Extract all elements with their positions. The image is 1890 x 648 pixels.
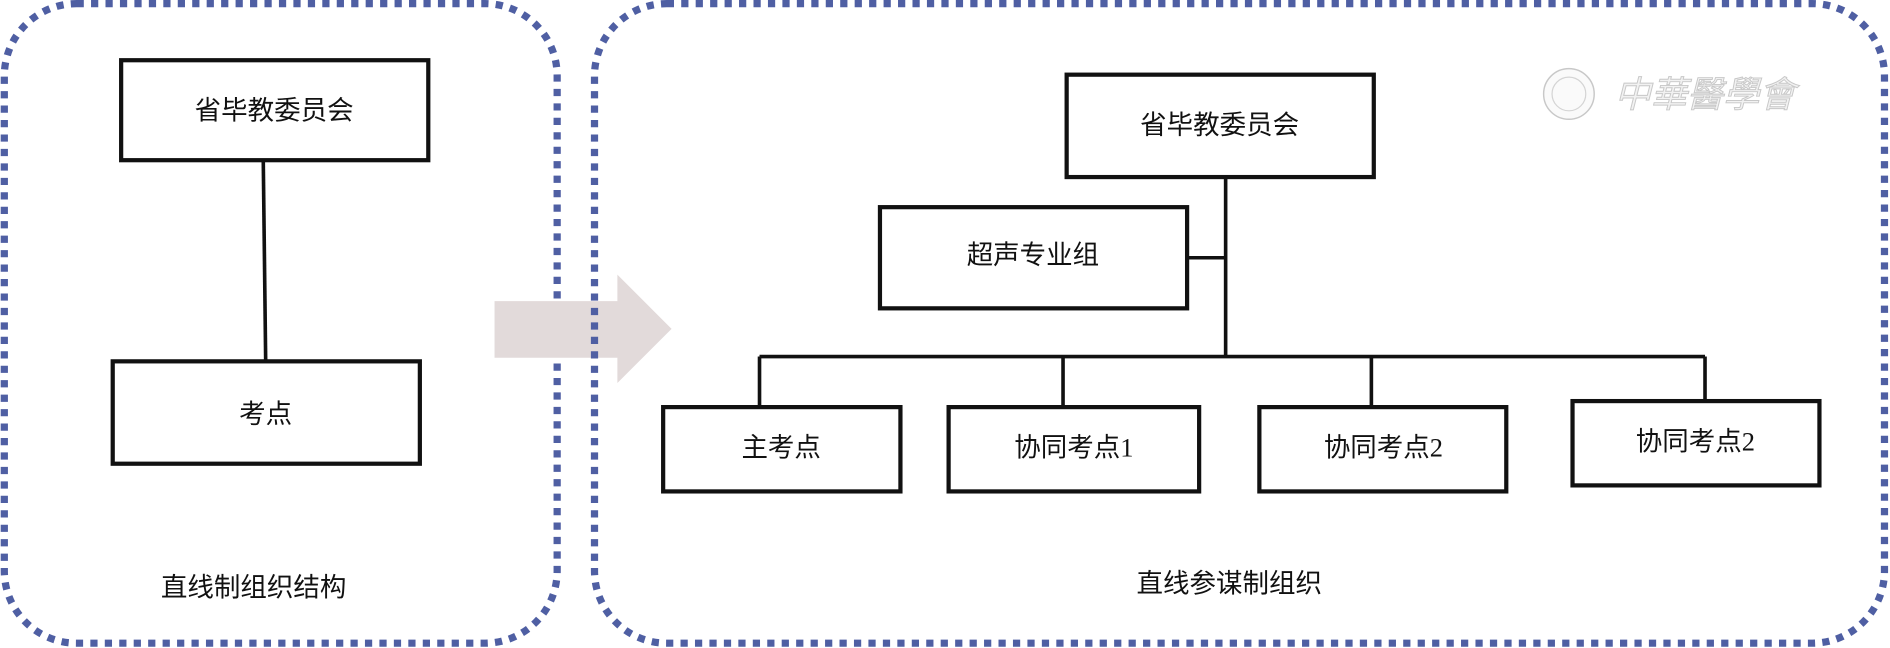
connector-line (261, 161, 268, 362)
site-box (661, 405, 903, 494)
committee-label: 省毕教委员会 (1140, 110, 1299, 140)
right-caption: 直线参谋制组织 (1137, 569, 1322, 599)
site-box (1257, 405, 1509, 494)
site-label: 协同考点2 (1324, 433, 1443, 463)
watermark-text: 中華醫學會 (1615, 73, 1800, 116)
transition-arrow-icon (494, 274, 672, 384)
linear-structure-panel: 省毕教委员会 考点 直线制组织结构 (0, 0, 561, 647)
exam-site-label: 考点 (239, 399, 292, 429)
site-label: 主考点 (741, 433, 820, 463)
exam-site-box (110, 359, 422, 466)
site-box (946, 405, 1202, 494)
site-label: 协同考点2 (1636, 427, 1755, 457)
committee-label: 省毕教委员会 (195, 95, 354, 125)
ultrasound-group-box (877, 205, 1190, 311)
committee-box (119, 58, 431, 163)
ultrasound-group-label: 超声专业组 (967, 240, 1099, 270)
site-label: 协同考点1 (1014, 433, 1133, 463)
line-staff-structure-panel: 中華醫學會 省毕教委员会 超声专业组 主考点 协同考点1 协同考点2 协同考点2… (590, 0, 1889, 647)
right-dashed-frame (590, 0, 1889, 647)
seal-icon (1542, 67, 1595, 120)
committee-box (1064, 72, 1376, 180)
watermark-logo: 中華醫學會 (1542, 67, 1801, 120)
site-box (1570, 398, 1822, 488)
left-caption: 直线制组织结构 (161, 572, 346, 602)
